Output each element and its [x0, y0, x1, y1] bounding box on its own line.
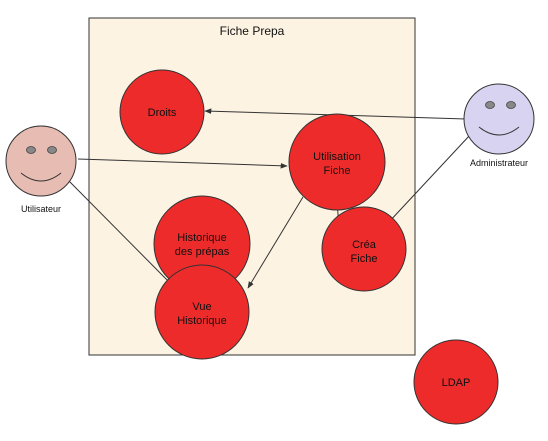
eye-right [47, 146, 57, 154]
connector-utilisation-fiche-vue-historique [247, 196, 304, 289]
actor-utilisateur: Utilisateur [5, 125, 77, 214]
eye-right [506, 101, 516, 109]
use-case-crea-fiche: Créa Fiche [321, 206, 407, 292]
use-case-label: Utilisation [313, 151, 361, 163]
use-case-droits: Droits [119, 69, 205, 155]
connector-administrateur-crea-fiche [387, 134, 471, 224]
connector-utilisateur-utilisation-fiche [77, 158, 288, 169]
use-case-label: LDAP [442, 377, 471, 389]
use-case-label: des prépas [175, 246, 230, 258]
use-case-utilisation-fiche: Utilisation Fiche [288, 113, 386, 211]
use-case-vue-historique: Vue Historique [154, 264, 250, 360]
use-case-label: Fiche [324, 165, 351, 177]
use-case-label: Droits [148, 107, 177, 119]
use-case-ldap: LDAP [413, 339, 499, 425]
system-title: Fiche Prepa [220, 24, 285, 38]
smile [20, 172, 62, 182]
use-case-label: Fiche [351, 253, 378, 265]
use-case-label: Historique [177, 232, 227, 244]
actor-administrateur: Administrateur [463, 83, 535, 168]
actor-label-utilisateur: Utilisateur [21, 204, 61, 214]
use-case-label: Créa [352, 239, 377, 251]
use-case-label: Vue [192, 301, 211, 313]
eye-left [485, 101, 495, 109]
smile [478, 126, 520, 136]
eye-left [26, 146, 36, 154]
use-case-label: Historique [177, 315, 227, 327]
actor-label-administrateur: Administrateur [470, 158, 528, 168]
connector-utilisateur-vue-historique [67, 179, 177, 290]
